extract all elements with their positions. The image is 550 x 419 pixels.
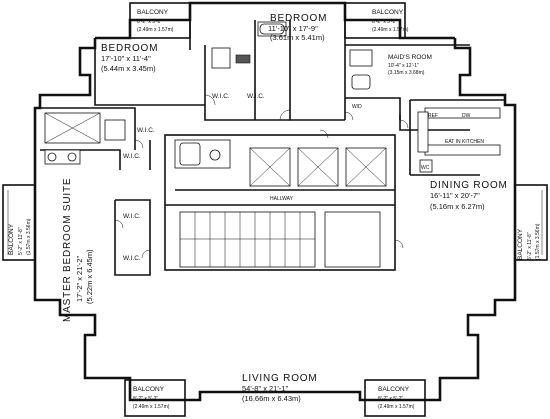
balcony-bottom-right-label: BALCONY [378,386,410,393]
bathroom-fixtures [44,21,501,173]
balcony-right-dim: 5'-2" x 11'-8" [527,232,533,260]
bedroom-top-dim: 11'-10" x 17'-9" [268,24,318,33]
balcony-top-left-label: BALCONY [137,9,169,16]
maids-room-metric: (3.15m x 3.68m) [388,70,425,76]
bedroom-top-label: BEDROOM [270,13,327,24]
balcony-bottom-right-dim: 8'-2" x 5'-2" [378,396,403,402]
master-bedroom-label: MASTER BEDROOM SUITE [62,178,73,322]
wc-label: WC [421,165,430,171]
balcony-right-label: BALCONY [517,228,524,260]
dining-room-label: DINING ROOM [430,180,508,191]
wic-master-4-label: W.I.C. [123,255,141,262]
dishwasher-label: DW [462,113,471,119]
elevator-bank [249,147,387,187]
master-bedroom-dim: 17'-2" x 21'-2" [75,256,84,302]
balcony-left-metric: (1.57m x 3.56m) [26,218,32,255]
wic-top-1-label: W.I.C. [212,93,230,100]
maids-room-dim: 10'-4" x 12'-1" [388,63,419,69]
bedroom-left-dim: 17'-10" x 11'-4" [101,54,151,63]
balcony-bottom-left-dim: 8'-2" x 5'-2" [133,396,158,402]
wic-top-2-label: W.I.C. [247,93,265,100]
washer-dryer-label: W/D [352,104,362,110]
balcony-top-right-label: BALCONY [372,9,404,16]
dining-room-dim: 16'-11" x 20'-7" [430,191,480,200]
stairwell [179,211,381,268]
balcony-top-left-dim: 8'-2" x 5'-2" [137,19,162,25]
master-bedroom-metric: (5.22m x 6.45m) [85,249,94,304]
interior-walls [40,20,505,276]
dining-room-metric: (5.16m x 6.27m) [430,202,485,211]
refrigerator-label: REF [428,113,438,119]
bedroom-left-label: BEDROOM [101,43,158,54]
balcony-bottom-left-metric: (2.49m x 1.57m) [133,404,170,410]
hallway-label: HALLWAY [270,196,294,202]
wic-master-3-label: W.I.C. [123,213,141,220]
living-room-label: LIVING ROOM [242,373,317,384]
living-room-dim: 54'-8" x 21'-1" [242,384,288,393]
wic-master-1-label: W.I.C. [137,127,155,134]
door-swings [114,94,409,259]
balcony-left-dim: 5'-2" x 11'-8" [18,227,24,255]
balcony-top-right-dim: 8'-2" x 5'-2" [372,19,397,25]
wic-master-2-label: W.I.C. [123,153,141,160]
maids-room-label: MAID'S ROOM [388,54,432,61]
balcony-top-left-metric: (2.49m x 1.57m) [137,27,174,33]
balcony-right-metric: (1.57m x 3.56m) [535,223,541,260]
balcony-top-right-metric: (2.49m x 1.57m) [372,27,409,33]
balcony-left-label: BALCONY [8,223,15,255]
bedroom-top-metric: (3.61m x 5.41m) [270,33,325,42]
living-room-metric: (16.66m x 6.43m) [242,394,301,403]
balcony-bottom-right-metric: (2.49m x 1.57m) [378,404,415,410]
balcony-bottom-left-label: BALCONY [133,386,165,393]
bedroom-left-metric: (5.44m x 3.45m) [101,64,156,73]
kitchen-label: EAT IN KITCHEN [445,139,484,145]
